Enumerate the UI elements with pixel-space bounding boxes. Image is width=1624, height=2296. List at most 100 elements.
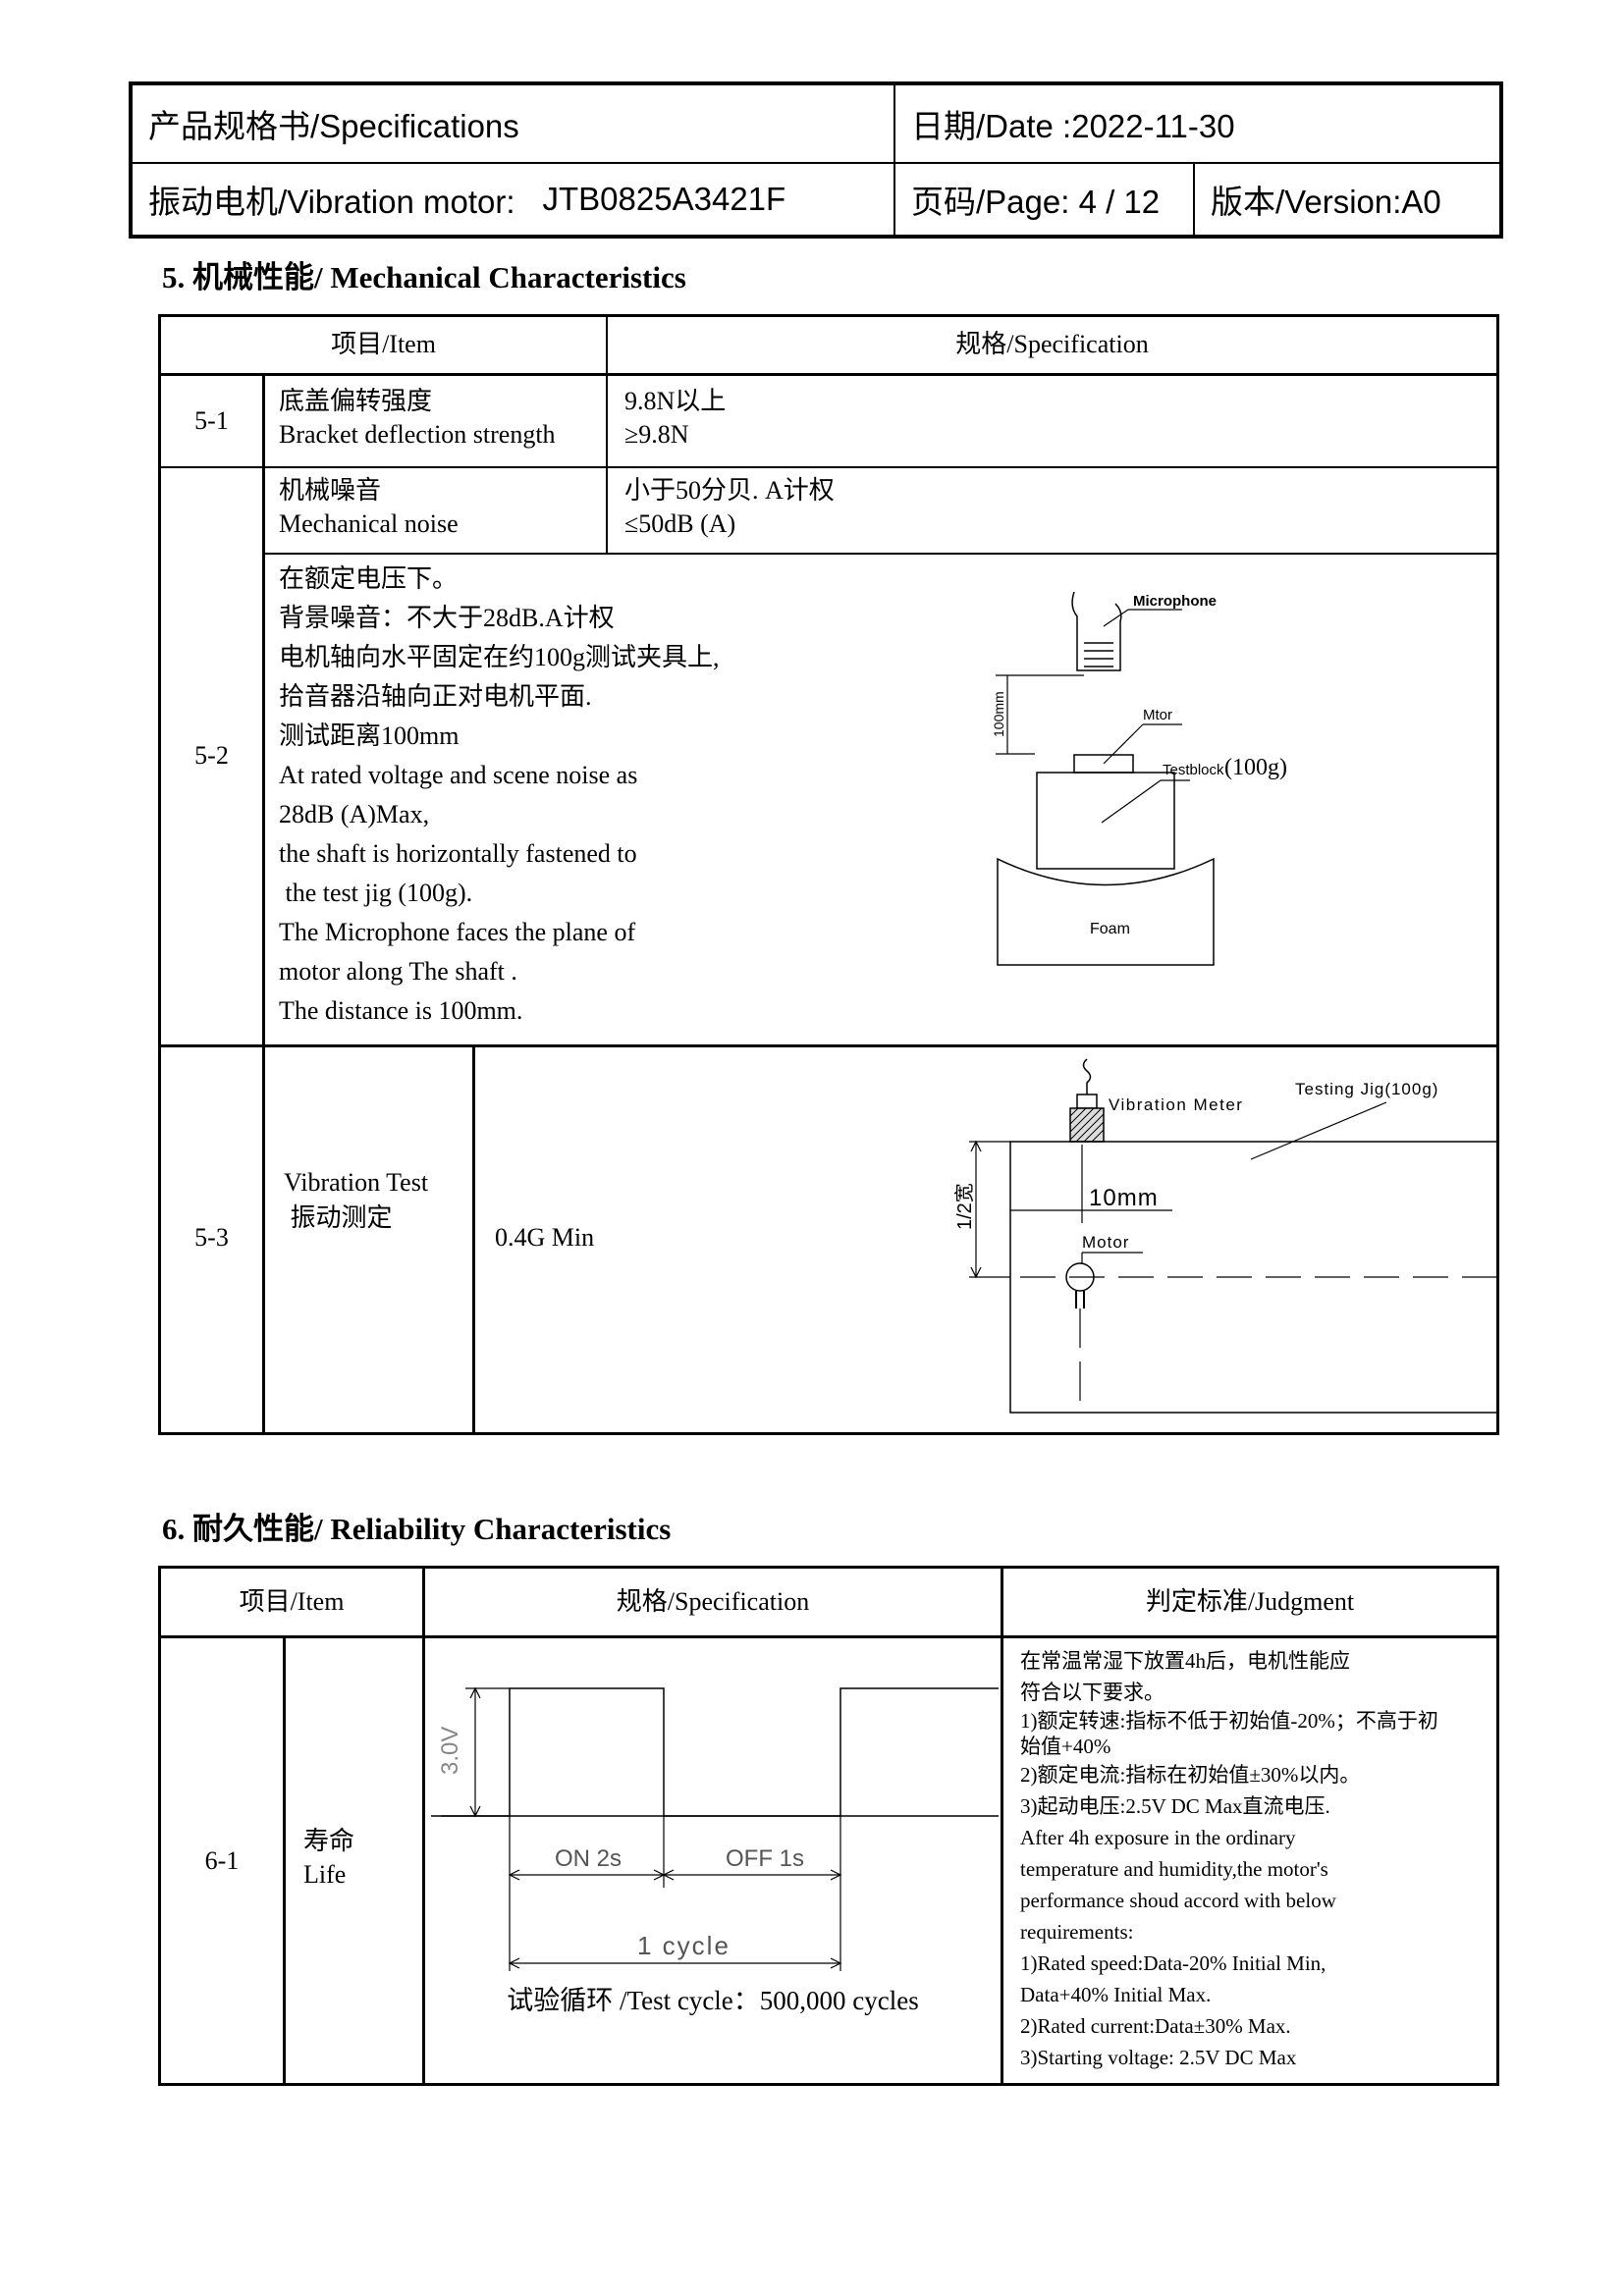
judgment-line: 2)额定电流:指标在初始值±30%以内。	[1020, 1763, 1361, 1787]
on-time-label: ON 2s	[555, 1845, 622, 1872]
noise-line: The distance is 100mm.	[279, 996, 523, 1025]
noise-line: 在额定电压下。	[279, 564, 459, 593]
distance-label: 100mm	[991, 691, 1006, 737]
judgment-line: 3)Starting voltage: 2.5V DC Max	[1020, 2046, 1297, 2069]
mechanical-table: 项目/Item 规格/Specification 5-1 底盖偏转强度 Brac…	[158, 314, 1499, 1435]
judgment-line: requirements:	[1020, 1920, 1134, 1944]
table-rule	[606, 317, 608, 555]
noise-line: The Microphone faces the plane of	[279, 918, 636, 946]
table-rule	[262, 553, 1496, 555]
meter-label: Vibration Meter	[1109, 1095, 1243, 1114]
row-number: 5-3	[194, 1223, 229, 1252]
noise-line: the shaft is horizontally fastened to	[279, 839, 637, 868]
noise-line: 测试距离100mm	[279, 721, 460, 750]
table-rule	[161, 1044, 1496, 1047]
table-rule	[1001, 1569, 1003, 2083]
judgment-line: temperature and humidity,the motor's	[1020, 1857, 1328, 1881]
noise-test-diagram: Microphone 100mm Mtor Testblock (100g) F…	[991, 591, 1287, 966]
noise-line: 电机轴向水平固定在约100g测试夹具上,	[279, 643, 720, 671]
noise-line: 拾音器沿轴向正对电机平面.	[279, 682, 592, 711]
vibration-meter-icon	[1069, 1094, 1105, 1143]
noise-line: At rated voltage and scene noise as	[279, 761, 638, 789]
table-rule	[161, 373, 1496, 376]
product-line: 振动电机/Vibration motor: JTB0825A3421F	[133, 164, 893, 235]
testblock-label: Testblock	[1163, 762, 1224, 778]
off-time-label: OFF 1s	[726, 1845, 804, 1872]
header-divider	[893, 85, 895, 235]
judgment-text: 在常温常湿下放置4h后，电机性能应 符合以下要求。 1)额定转速:指标不低于初始…	[1020, 1645, 1438, 2073]
noise-line: 28dB (A)Max,	[279, 800, 430, 828]
test-cycle-text: 试验循环 /Test cycle：500,000 cycles	[507, 1986, 919, 2015]
row-number: 5-2	[194, 741, 229, 770]
document-header: 产品规格书/Specifications 日期/Date :2022-11-30…	[129, 81, 1503, 239]
judgment-line: 2)Rated current:Data±30% Max.	[1020, 2014, 1291, 2038]
judgment-line: performance shoud accord with below	[1020, 1889, 1336, 1912]
spec-cn: 小于50分贝. A计权	[624, 476, 835, 505]
item-cn: 振动测定	[284, 1203, 393, 1232]
item-cn: 寿命	[303, 1827, 355, 1855]
judgment-line: 1)额定转速:指标不低于初始值-20%；不高于初	[1020, 1709, 1438, 1733]
noise-line: motor along The shaft .	[279, 957, 517, 986]
item-en: Bracket deflection strength	[279, 420, 556, 449]
col-header-item: 项目/Item	[331, 330, 436, 358]
page-number: 页码/Page: 4 / 12	[911, 184, 1161, 220]
table-rule	[283, 1635, 286, 2083]
doc-version: 版本/Version:A0	[1211, 184, 1441, 220]
distance-label: 10mm	[1089, 1185, 1159, 1211]
foam-label: Foam	[1090, 921, 1130, 937]
item-cn: 底盖偏转强度	[279, 387, 433, 415]
item-en: Vibration Test	[284, 1168, 429, 1197]
judgment-line: 始值+40%	[1020, 1735, 1111, 1758]
noise-line: the test jig (100g).	[279, 879, 473, 907]
noise-line: 背景噪音：不大于28dB.A计权	[279, 604, 615, 632]
item-cn: 机械噪音	[279, 476, 382, 505]
section-5-title: 5. 机械性能/ Mechanical Characteristics	[162, 260, 686, 294]
table-rule	[161, 466, 1496, 468]
col-header-spec: 规格/Specification	[955, 330, 1149, 358]
spec-value: 0.4G Min	[495, 1223, 595, 1252]
judgment-line: Data+40% Initial Max.	[1020, 1983, 1212, 2006]
table-rule	[262, 373, 265, 1432]
foam-shape	[997, 857, 1215, 966]
spec-en: ≤50dB (A)	[624, 509, 736, 538]
table-rule	[161, 1635, 1496, 1638]
judgment-line: 在常温常湿下放置4h后，电机性能应	[1020, 1649, 1350, 1673]
motor-label: Motor	[1082, 1233, 1129, 1252]
noise-description: 在额定电压下。 背景噪音：不大于28dB.A计权 电机轴向水平固定在约100g测…	[279, 560, 720, 1031]
judgment-line: 1)Rated speed:Data-20% Initial Min,	[1020, 1951, 1326, 1975]
product-code: JTB0825A3421F	[542, 181, 786, 217]
item-en: Life	[303, 1860, 347, 1889]
doc-date: 日期/Date :2022-11-30	[911, 108, 1235, 144]
table-rule	[472, 1044, 475, 1432]
vibration-test-diagram: Vibration Meter Testing Jig(100g) 1/2宽 1…	[953, 1058, 1496, 1414]
judgment-line: After 4h exposure in the ordinary	[1020, 1826, 1296, 1849]
product-label: 振动电机/Vibration motor:	[148, 184, 515, 220]
row-number: 6-1	[204, 1846, 240, 1875]
col-header-judgment: 判定标准/Judgment	[1145, 1587, 1355, 1616]
jig-label: Testing Jig(100g)	[1295, 1080, 1438, 1098]
table-rule	[422, 1569, 425, 2083]
col-header-spec: 规格/Specification	[616, 1587, 810, 1616]
col-header-item: 项目/Item	[239, 1587, 345, 1616]
life-test-waveform: 3.0V ON 2s OFF 1s 1 cycle	[431, 1686, 999, 1971]
microphone-icon	[1071, 591, 1122, 671]
cycle-label: 1 cycle	[637, 1931, 731, 1960]
doc-title: 产品规格书/Specifications	[148, 108, 519, 144]
spec-en: ≥9.8N	[624, 420, 689, 449]
judgment-line: 符合以下要求。	[1020, 1681, 1164, 1704]
waveform-line	[441, 1687, 999, 1817]
reliability-table: 项目/Item 规格/Specification 判定标准/Judgment 6…	[158, 1566, 1499, 2086]
header-divider	[133, 162, 1499, 164]
microphone-label: Microphone	[1133, 593, 1217, 610]
section-6-title: 6. 耐久性能/ Reliability Characteristics	[162, 1512, 672, 1546]
testblock-shape	[1036, 772, 1175, 870]
judgment-line: 3)起动电压:2.5V DC Max直流电压.	[1020, 1794, 1330, 1818]
voltage-label: 3.0V	[437, 1727, 463, 1775]
header-divider	[1193, 162, 1195, 235]
half-width-label: 1/2宽	[953, 1183, 976, 1230]
spec-cn: 9.8N以上	[624, 387, 727, 415]
row-number: 5-1	[194, 406, 229, 435]
testblock-weight: (100g)	[1224, 755, 1287, 780]
motor-label: Mtor	[1143, 707, 1172, 723]
item-en: Mechanical noise	[279, 509, 459, 538]
